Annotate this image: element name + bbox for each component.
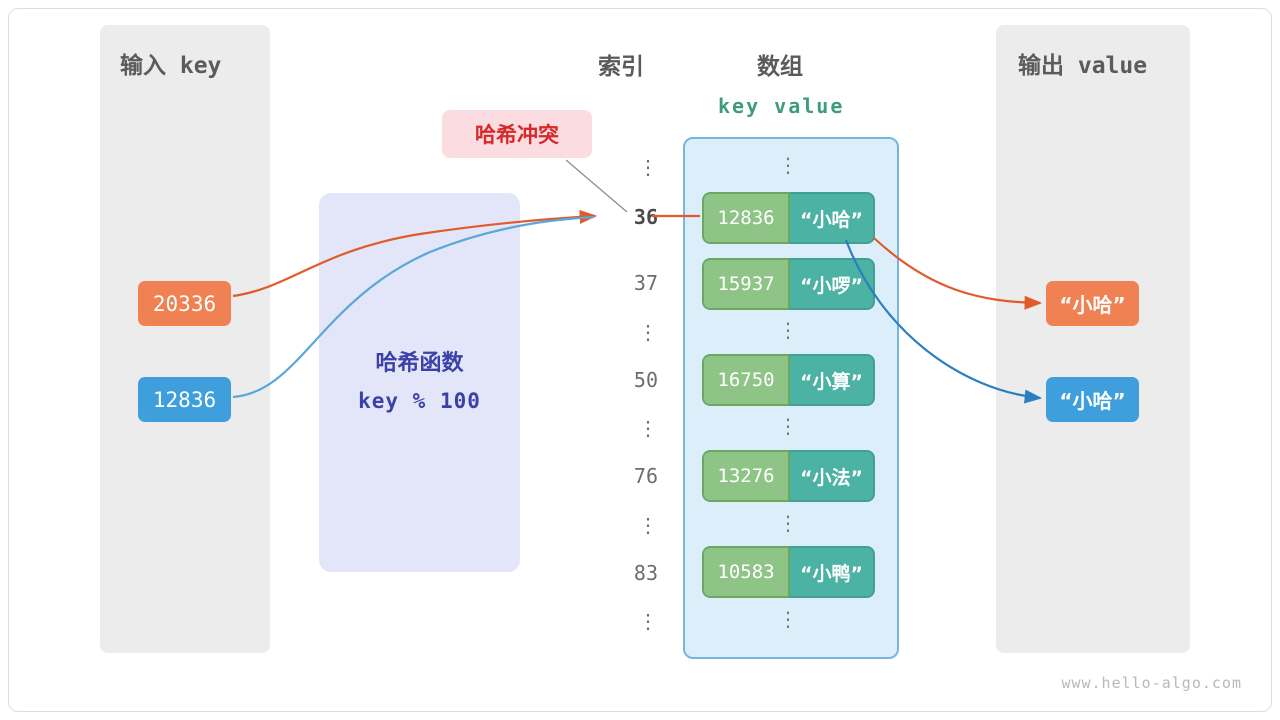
array-entry-37: 15937 “小啰” — [702, 258, 875, 310]
entry-key: 13276 — [702, 450, 790, 502]
index-label-83: 83 — [633, 561, 658, 585]
array-entry-83: 10583 “小鸭” — [702, 546, 875, 598]
hash-function-title: 哈希函数 — [375, 351, 464, 376]
input-panel — [100, 25, 270, 653]
input-panel-title: 输入 key — [120, 53, 222, 79]
watermark: www.hello-algo.com — [1061, 674, 1242, 692]
array-ellipsis-3: ⋮ — [778, 511, 798, 535]
index-ellipsis-1: ⋮ — [638, 320, 658, 344]
index-ellipsis-4: ⋮ — [638, 609, 658, 633]
array-ellipsis-1: ⋮ — [778, 318, 798, 342]
entry-value: “小算” — [790, 354, 875, 406]
entry-value: “小啰” — [790, 258, 875, 310]
index-ellipsis-3: ⋮ — [638, 513, 658, 537]
index-label-50: 50 — [633, 368, 658, 392]
hash-function-expression: key % 100 — [358, 389, 481, 413]
index-ellipsis-2: ⋮ — [638, 416, 658, 440]
output-panel — [996, 25, 1190, 653]
entry-key: 12836 — [702, 192, 790, 244]
entry-key: 15937 — [702, 258, 790, 310]
input-key-12836: 12836 — [138, 377, 231, 422]
input-key-20336: 20336 — [138, 281, 231, 326]
output-value-orange: “小哈” — [1046, 281, 1139, 326]
array-ellipsis-4: ⋮ — [778, 607, 798, 631]
array-entry-36: 12836 “小哈” — [702, 192, 875, 244]
index-label-36: 36 — [633, 205, 658, 229]
collision-badge: 哈希冲突 — [442, 110, 592, 158]
hash-function-box: 哈希函数 key % 100 — [319, 193, 520, 572]
entry-key: 16750 — [702, 354, 790, 406]
index-column-header: 索引 — [598, 54, 644, 80]
entry-key: 10583 — [702, 546, 790, 598]
outer-frame — [8, 8, 1272, 712]
key-value-header: key value — [718, 94, 845, 118]
entry-value: “小法” — [790, 450, 875, 502]
entry-value: “小鸭” — [790, 546, 875, 598]
output-panel-title: 输出 value — [1018, 53, 1148, 79]
array-entry-76: 13276 “小法” — [702, 450, 875, 502]
index-label-76: 76 — [633, 464, 658, 488]
output-value-blue: “小哈” — [1046, 377, 1139, 422]
array-column-header: 数组 — [757, 54, 803, 80]
array-ellipsis-2: ⋮ — [778, 414, 798, 438]
array-ellipsis-0: ⋮ — [778, 153, 798, 177]
index-label-37: 37 — [633, 271, 658, 295]
index-ellipsis-0: ⋮ — [638, 155, 658, 179]
entry-value: “小哈” — [790, 192, 875, 244]
array-entry-50: 16750 “小算” — [702, 354, 875, 406]
